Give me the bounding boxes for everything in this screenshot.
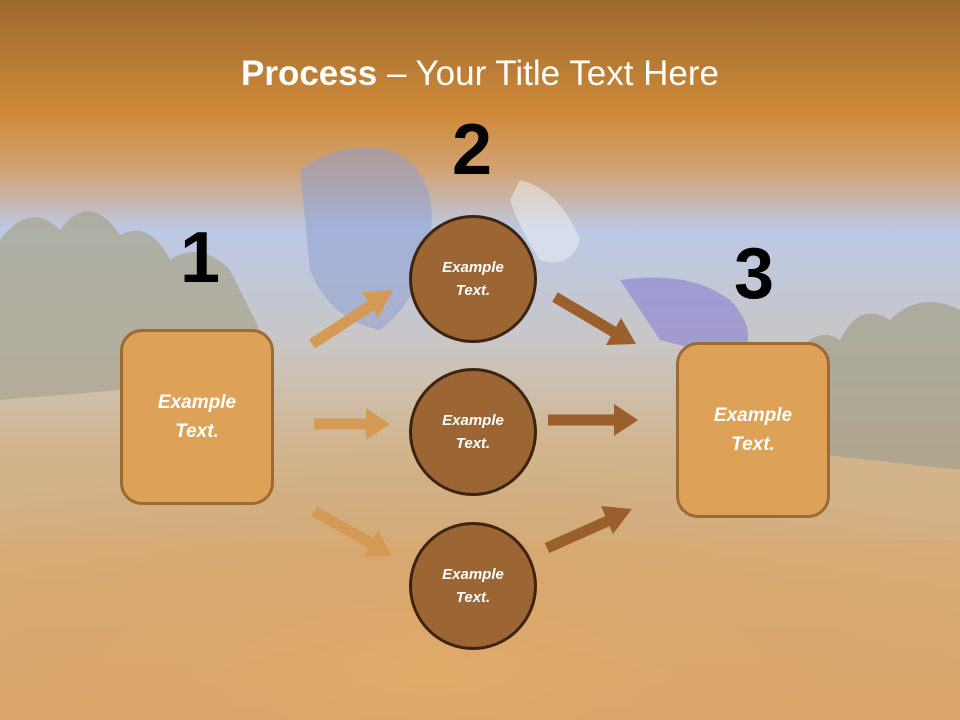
arrow-circle-top-to-box3 [552, 292, 636, 345]
step-2-circle-bottom: Example Text. [409, 522, 537, 650]
step-number-2: 2 [451, 110, 493, 190]
arrow-box1-to-circle-middle [314, 408, 390, 440]
step-2-circle-middle: Example Text. [409, 368, 537, 496]
step-number-1: 1 [179, 218, 221, 298]
arrow-box1-to-circle-top [309, 290, 393, 349]
arrow-box1-to-circle-bottom [311, 506, 392, 557]
step-1-box: Example Text. [120, 329, 274, 505]
step-2-circle-top: Example Text. [409, 215, 537, 343]
step-number-3: 3 [733, 234, 775, 314]
step-3-box: Example Text. [676, 342, 830, 518]
title-bold: Process [241, 54, 378, 93]
slide-title: Process – Your Title Text Here [0, 50, 960, 98]
arrow-circle-bottom-to-box3 [544, 506, 632, 554]
title-rest: – Your Title Text Here [377, 54, 719, 93]
arrow-circle-middle-to-box3 [548, 404, 638, 436]
